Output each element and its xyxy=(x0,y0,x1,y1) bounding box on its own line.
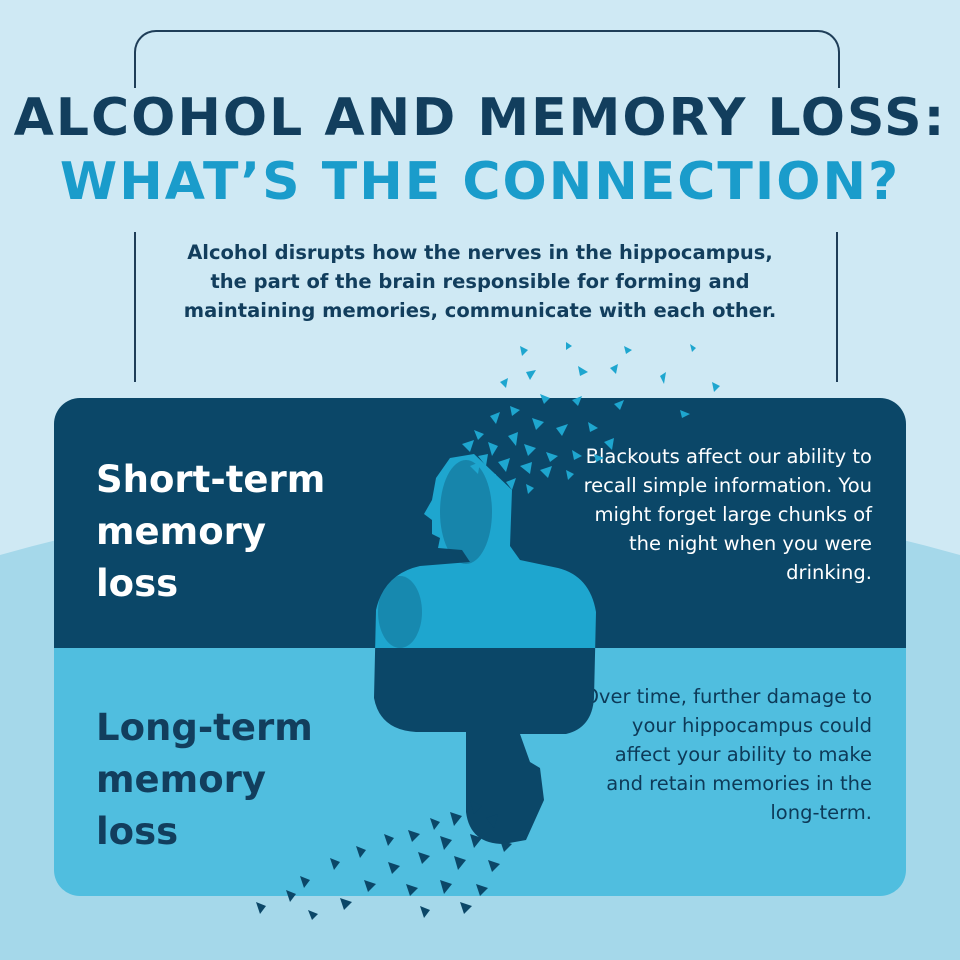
title-line-1: ALCOHOL AND MEMORY LOSS: xyxy=(13,88,947,148)
frame-top-border xyxy=(134,30,840,88)
short-term-heading: Short-term memory loss xyxy=(96,458,326,605)
long-term-description: Over time, further damage to your hippoc… xyxy=(583,685,872,824)
frame-left-border xyxy=(134,232,136,382)
short-term-description: Blackouts affect our ability to recall s… xyxy=(583,445,872,584)
memory-panel: Short-term memory loss Blackouts affect … xyxy=(54,398,906,896)
frame-right-border xyxy=(836,232,838,382)
title-line-2: WHAT’S THE CONNECTION? xyxy=(59,152,901,212)
long-term-heading: Long-term memory loss xyxy=(96,706,313,853)
intro-text: Alcohol disrupts how the nerves in the h… xyxy=(183,241,777,322)
